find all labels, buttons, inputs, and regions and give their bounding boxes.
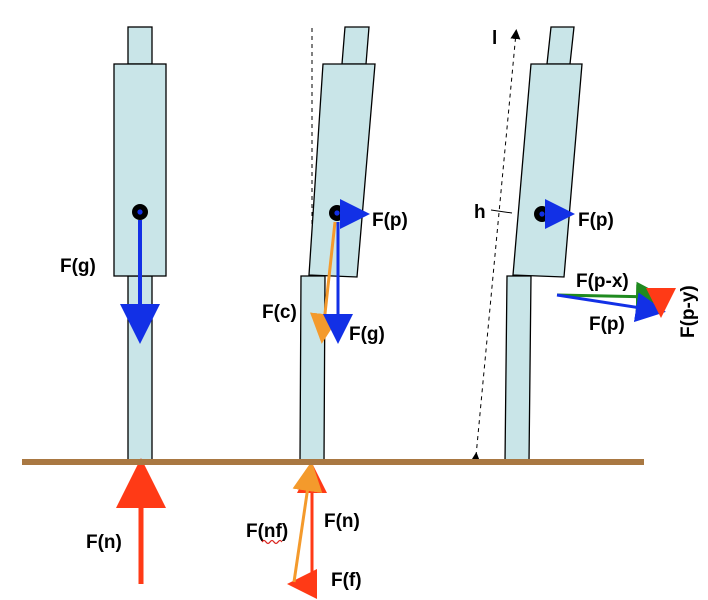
figure-decomposed: l h F(p) F(p-x) F(p) F(p-y): [470, 26, 699, 463]
height-label: h: [474, 202, 486, 223]
length-dimension-line: [470, 29, 521, 463]
spellcheck-underline: [261, 539, 283, 545]
upright-top-stub: [127, 26, 153, 65]
figure-tilted: F(p) F(c) F(g) F(nf) F(n) F(f): [246, 26, 408, 599]
figure-upright: F(g) F(n): [60, 26, 167, 584]
decomposed-push-label: F(p): [578, 210, 614, 231]
tilted-normal-friction-label: F(nf): [246, 521, 288, 542]
push-resultant-label: F(p): [589, 314, 625, 335]
tilted-pivot-icon: [329, 205, 345, 221]
tilted-normal-friction-arrow: [292, 461, 323, 583]
push-x-label: F(p-x): [576, 271, 629, 292]
decomposed-pivot-icon: [534, 206, 550, 222]
decomposed-top-stub: [546, 26, 575, 65]
tilted-normal-label: F(n): [324, 511, 360, 532]
tilted-main-block: [308, 63, 376, 278]
tilted-push-label: F(p): [372, 210, 408, 231]
decomposed-main-block: [512, 63, 583, 278]
tilted-friction-label: F(f): [331, 570, 362, 591]
length-label: l: [492, 28, 497, 49]
tilted-top-stub: [341, 26, 370, 65]
tilted-gravity-label: F(g): [349, 324, 385, 345]
upright-gravity-label: F(g): [60, 256, 96, 277]
push-resultant-arrow: [556, 292, 666, 323]
tilted-combined-arrow: [310, 221, 340, 344]
ground-line: [22, 459, 644, 465]
decomposed-lower-rod: [504, 275, 532, 463]
upright-normal-label: F(n): [86, 532, 122, 553]
tilted-combined-label: F(c): [262, 302, 297, 323]
upright-pivot-icon: [132, 204, 148, 220]
tilted-lower-rod: [299, 275, 326, 463]
height-pointer-line: [490, 209, 513, 214]
push-y-label: F(p-y): [678, 285, 699, 338]
